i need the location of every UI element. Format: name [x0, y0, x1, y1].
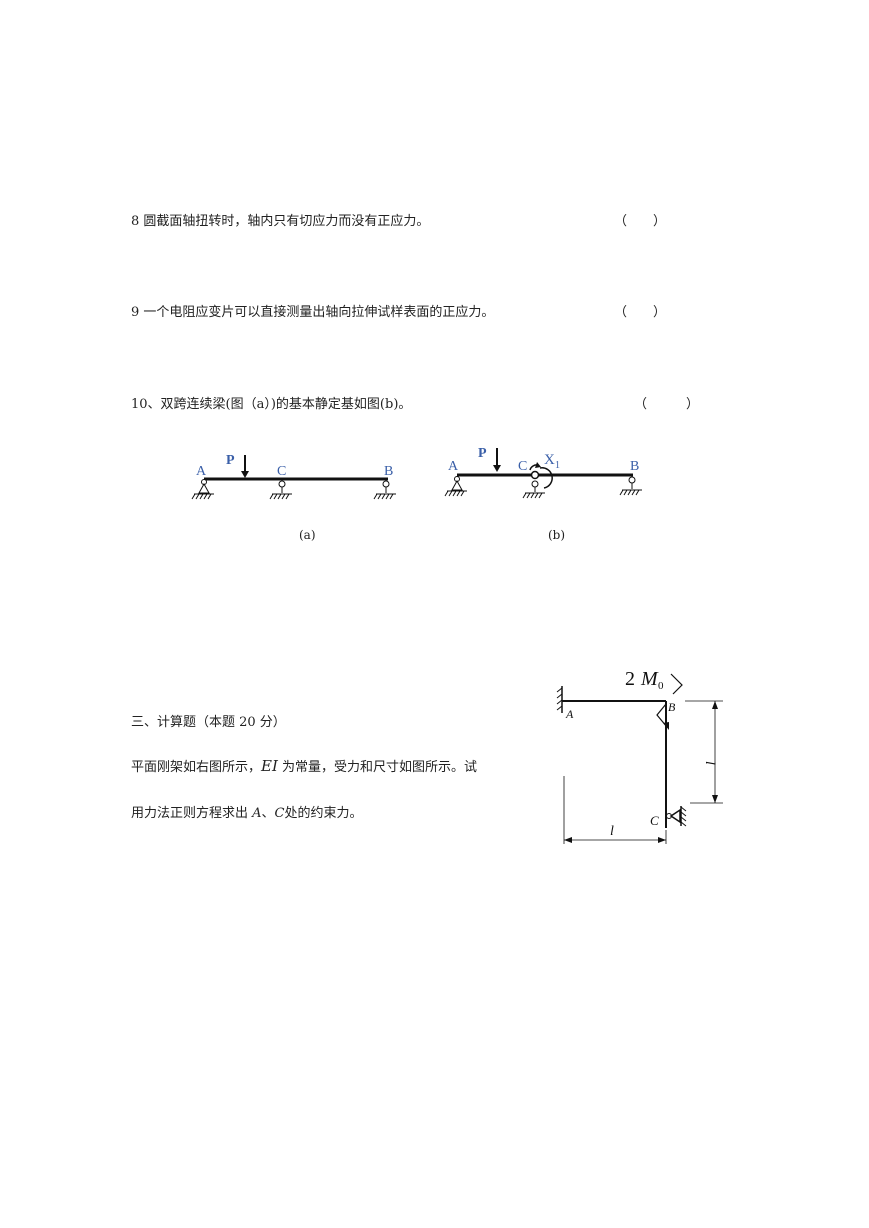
label-a-B: B [384, 464, 393, 479]
moment-coefficient: 2 [625, 668, 635, 690]
label-b-A: A [448, 459, 459, 474]
label-b-C: C [518, 459, 527, 474]
label-a-C: C [277, 464, 286, 479]
fixed-support-A [556, 686, 563, 713]
label-frame-C: C [650, 813, 659, 828]
roller-support-b-B [619, 476, 642, 496]
dimension-horizontal-label: l [610, 824, 614, 839]
line-1-end: 为常量，受力和尺寸如图所示。试 [277, 760, 478, 775]
point-a-ref: A [252, 806, 262, 821]
line-2-end: 处的约束力。 [284, 806, 363, 821]
point-c-ref: C [274, 806, 285, 821]
label-b-B: B [630, 459, 639, 474]
pin-support-C [666, 806, 687, 827]
question-8-answer-bracket: （ ） [614, 214, 667, 229]
moment-subscript: 0 [658, 680, 664, 692]
dimension-vertical-label: l [702, 761, 717, 765]
label-b-X1-subscript: 1 [555, 460, 560, 471]
pin-support-a-A [191, 479, 214, 500]
label-frame-A: A [565, 707, 574, 721]
caption-a: (a) [299, 528, 316, 542]
moment-arrow-b-X1 [539, 467, 553, 489]
moment-symbol: M [640, 668, 659, 690]
question-10-answer-bracket: （ ） [634, 397, 700, 412]
caption-b: (b) [548, 528, 566, 542]
label-b-P: P [478, 446, 487, 461]
section-3-heading: 三、计算题（本题 20 分） [131, 715, 286, 730]
question-8-text: 8 圆截面轴扭转时，轴内只有切应力而没有正应力。 [131, 214, 430, 229]
question-9-text: 9 一个电阻应变片可以直接测量出轴向拉伸试样表面的正应力。 [131, 305, 495, 320]
label-frame-B: B [668, 700, 676, 714]
hinge-b-C [530, 470, 540, 480]
line-1-start: 平面刚架如右图所示， [131, 760, 262, 775]
roller-support-b-C [522, 480, 545, 499]
section-3-line-2: 用力法正则方程求出 A、C处的约束力。 [131, 802, 363, 821]
line-2-separator: 、 [261, 806, 275, 821]
label-a-A: A [196, 464, 207, 479]
question-10-text: 10、双跨连续梁(图（a）)的基本静定基如图(b)。 [131, 397, 412, 412]
beam-figure-b: A P C X 1 B [444, 446, 642, 499]
label-b-X1: X [544, 452, 555, 468]
dimension-horizontal [563, 776, 667, 844]
roller-support-a-B [373, 480, 396, 500]
pin-support-b-A [444, 476, 467, 497]
moment-arrow-upper [670, 673, 683, 695]
beam-figure-a: A P C B [191, 453, 396, 500]
frame-figure: 2 M 0 A B C l l [556, 668, 723, 844]
dimension-vertical [685, 700, 723, 804]
line-2-start: 用力法正则方程求出 [131, 806, 253, 821]
roller-support-a-C [269, 480, 292, 500]
ei-symbol: EI [261, 757, 278, 775]
question-9-answer-bracket: （ ） [614, 305, 667, 320]
section-3-line-1: 平面刚架如右图所示，EI 为常量，受力和尺寸如图所示。试 [131, 756, 477, 775]
label-a-P: P [226, 453, 235, 468]
